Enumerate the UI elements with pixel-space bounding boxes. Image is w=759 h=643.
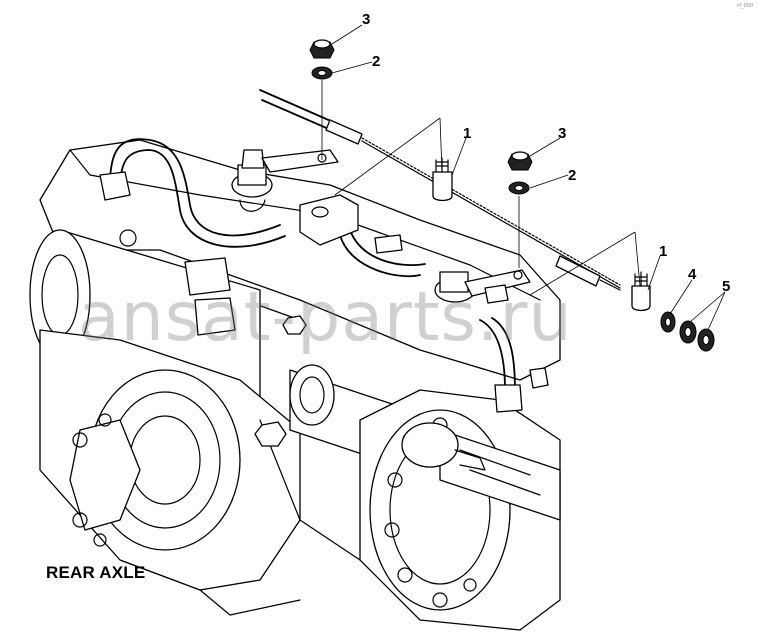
air-lines xyxy=(99,138,549,413)
callout-4: 4 xyxy=(688,266,697,283)
callout-1-upper: 1 xyxy=(463,125,471,142)
callout-5: 5 xyxy=(722,278,730,295)
callout-2-upper: 2 xyxy=(372,53,380,70)
callout-3-right: 3 xyxy=(558,125,566,142)
corner-mark: rf_000 xyxy=(737,3,753,9)
brake-valve-left xyxy=(231,149,339,212)
cable-clamp-lower xyxy=(631,271,651,312)
diagram-caption: REAR AXLE xyxy=(46,563,146,582)
leader-lines xyxy=(321,24,726,331)
nut-right xyxy=(507,151,533,171)
callout-2-right: 2 xyxy=(568,167,576,184)
nut-upper xyxy=(309,39,335,59)
callout-3-upper: 3 xyxy=(362,11,370,28)
control-cable xyxy=(259,89,621,291)
washer-right xyxy=(508,181,530,195)
axle-housing xyxy=(29,139,561,631)
nuts-item5 xyxy=(679,320,715,352)
center-junction-block xyxy=(184,194,403,336)
washer-upper xyxy=(311,66,333,80)
cable-clamp-upper xyxy=(432,157,453,202)
brake-valve-right xyxy=(434,269,531,304)
callout-1-right: 1 xyxy=(659,243,667,260)
washer-item4 xyxy=(660,311,676,333)
watermark-text: ansat-parts.ru xyxy=(78,278,573,357)
